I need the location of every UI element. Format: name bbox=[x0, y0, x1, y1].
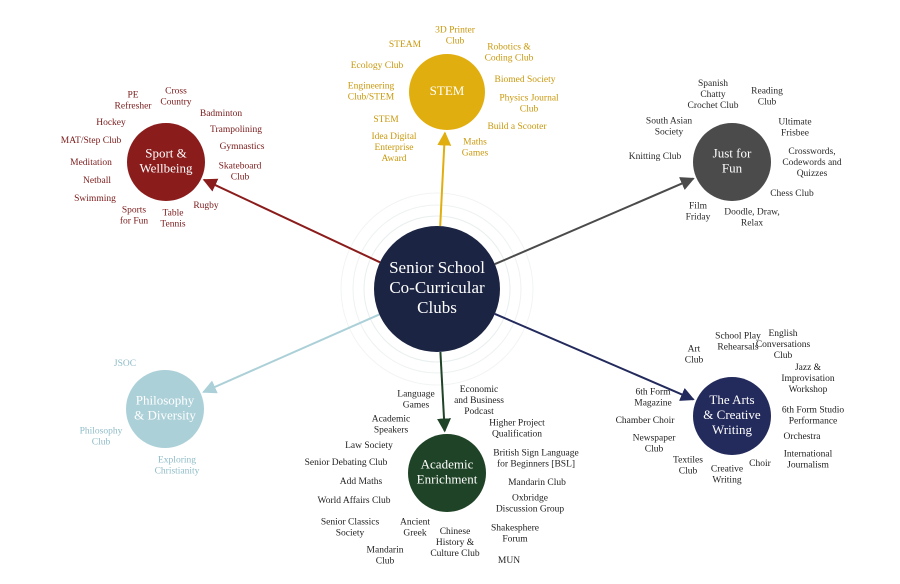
club-label-arts: Chamber Choir bbox=[616, 416, 676, 426]
club-label-stem: Biomed Society bbox=[495, 75, 556, 85]
arrow-to-philosophy bbox=[202, 313, 380, 394]
club-label-sport: Netball bbox=[83, 176, 111, 186]
category-title-stem: STEM bbox=[430, 83, 465, 98]
club-label-stem: STEAM bbox=[389, 40, 422, 50]
arrow-to-academic bbox=[437, 351, 452, 433]
club-label-fun: Doodle, Draw,Relax bbox=[724, 208, 780, 229]
connector-arrows bbox=[202, 131, 695, 433]
arrow-to-stem bbox=[437, 131, 452, 227]
category-title-sport: Sport &Wellbeing bbox=[139, 145, 193, 175]
arrow-to-sport bbox=[202, 178, 381, 264]
category-node-stem bbox=[409, 54, 485, 130]
club-label-academic: MUN bbox=[498, 556, 520, 566]
club-label-stem: Robotics &Coding Club bbox=[485, 43, 534, 64]
center-ring bbox=[340, 192, 534, 386]
category-node-sport bbox=[127, 123, 205, 201]
club-label-arts: Choir bbox=[749, 459, 771, 469]
club-label-stem: Ecology Club bbox=[351, 61, 404, 71]
club-label-academic: Mandarin Club bbox=[508, 478, 566, 488]
club-label-sport: Badminton bbox=[200, 109, 242, 119]
club-label-sport: Hockey bbox=[96, 118, 126, 128]
arrow-to-arts bbox=[494, 312, 695, 401]
club-label-sport: MAT/Step Club bbox=[61, 136, 122, 146]
club-label-sport: Gymnastics bbox=[220, 142, 265, 152]
center-circle bbox=[374, 226, 500, 352]
center-rings bbox=[340, 192, 534, 386]
category-node-arts bbox=[693, 377, 771, 455]
center-ring bbox=[352, 204, 522, 374]
club-label-sport: Meditation bbox=[70, 158, 112, 168]
club-label-fun: Knitting Club bbox=[629, 152, 682, 162]
category-node-academic bbox=[408, 434, 486, 512]
club-label-sport: Swimming bbox=[74, 194, 116, 204]
center-ring bbox=[363, 215, 511, 363]
club-label-academic: World Affairs Club bbox=[318, 495, 391, 506]
category-title-philosophy: Philosophy& Diversity bbox=[134, 392, 196, 422]
club-label-philosophy: JSOC bbox=[114, 359, 136, 369]
arrow-to-fun bbox=[494, 177, 695, 266]
club-label-academic: Senior Debating Club bbox=[305, 458, 388, 468]
club-label-sport: Rugby bbox=[193, 201, 219, 211]
club-label-fun: Chess Club bbox=[770, 189, 814, 199]
club-label-arts: Orchestra bbox=[784, 432, 822, 442]
category-node-philosophy bbox=[126, 370, 204, 448]
club-label-stem: Build a Scooter bbox=[487, 122, 547, 132]
club-label-academic: Law Society bbox=[345, 441, 393, 451]
club-label-sport: Trampolining bbox=[210, 125, 262, 135]
category-node-fun bbox=[693, 123, 771, 201]
club-label-academic: Add Maths bbox=[340, 477, 383, 487]
club-label-stem: STEM bbox=[373, 115, 399, 125]
